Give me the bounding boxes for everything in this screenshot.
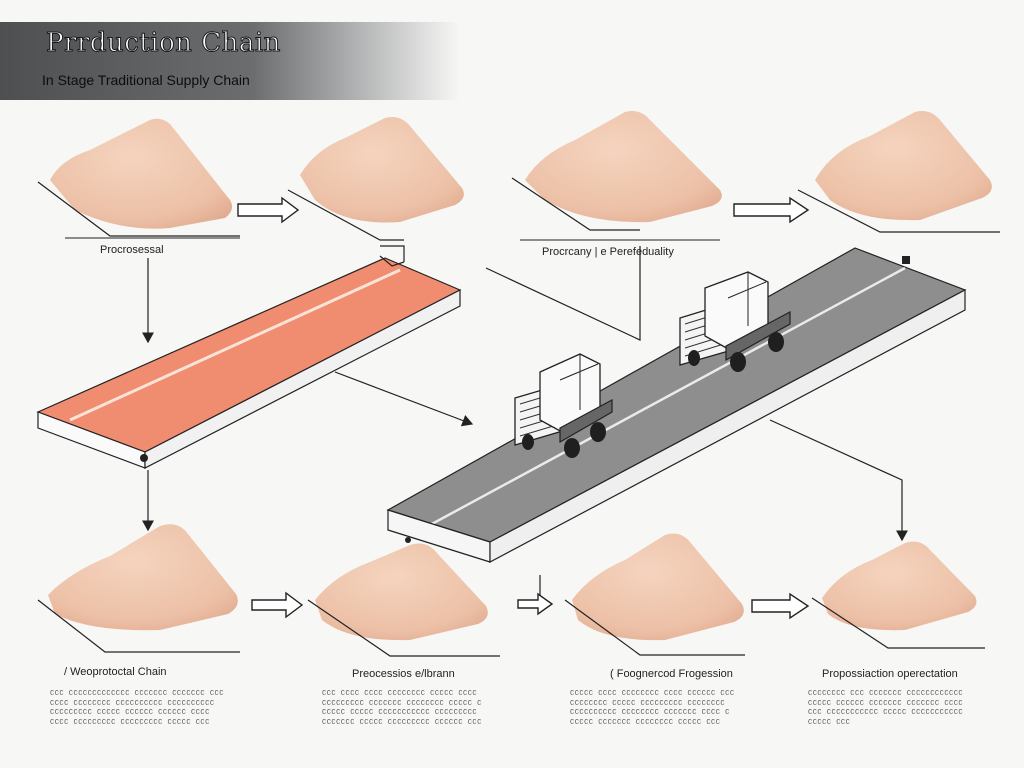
fine-print-line: CCC CCCCCCCCCCCCC CCCCCCC CCCCCCC CCC xyxy=(50,690,224,698)
flow-arrow xyxy=(751,592,810,620)
fine-print-line: CCCC CCCCCCCC CCCCCCCCCC CCCCCCCCCC xyxy=(50,699,215,708)
fine-print-line: CCC CCCCCCCCCCC CCCCC CCCCCCCCCCC xyxy=(808,709,964,717)
flow-arrow xyxy=(237,196,300,224)
fine-print-block: CCCCCCCC CCC CCCCCCC CCCCCCCCCCCC CCCCC … xyxy=(808,690,963,728)
page-subtitle: In Stage Traditional Supply Chain xyxy=(42,72,250,88)
material-pile xyxy=(37,524,240,653)
material-pile xyxy=(307,543,500,657)
fine-print-line: CCCCCCCCCC CCCCCCCC CCCCCCC CCCC C xyxy=(570,709,730,717)
fine-print-line: CCC CCCC CCCC CCCCCCCC CCCCC CCCC xyxy=(322,690,478,698)
fine-print-block: CCC CCCC CCCC CCCCCCCC CCCCC CCCC CCCCCC… xyxy=(322,690,482,728)
fine-print-block: CCCCC CCCC CCCCCCCC CCCC CCCCCC CCC CCCC… xyxy=(570,690,735,728)
material-pile xyxy=(511,111,722,231)
fine-print-line: CCCCCCCC CCC CCCCCCC CCCCCCCCCCCC xyxy=(808,690,964,698)
truck-icon xyxy=(679,271,791,372)
top-label-right: Procrcany | e Perefeduality xyxy=(542,246,674,258)
fine-print-line: CCCCC CCCCC CCCCCCCCCCC CCCCCCCCC xyxy=(322,709,478,717)
fine-print-line: CCCCCCC CCCCC CCCCCCCCC CCCCCC CCC xyxy=(322,718,482,727)
flow-arrow xyxy=(733,196,810,224)
bottom-label-1: / Weoprotoctal Chain xyxy=(64,666,167,678)
bottom-label-3: ( Foognercod Frogession xyxy=(610,668,733,680)
fine-print-line: CCCC CCCCCCCCC CCCCCCCCC CCCCC CCC xyxy=(50,718,210,727)
fine-print-line: CCCCC CCCC CCCCCCCC CCCC CCCCCC CCC xyxy=(570,690,735,698)
fine-print-line: CCCCC CCC xyxy=(808,718,851,727)
flow-arrow xyxy=(251,591,304,619)
truck-icon xyxy=(514,353,613,458)
material-pile xyxy=(37,118,240,237)
salmon-conveyor-belt xyxy=(36,255,462,469)
top-label-left: Procrosessal xyxy=(100,244,164,256)
page-title: Prrduction Chain xyxy=(46,28,281,59)
fine-print-block: CCC CCCCCCCCCCCCC CCCCCCC CCCCCCC CCC CC… xyxy=(50,690,224,728)
bottom-label-2: Preocessios e/lbrann xyxy=(352,668,455,680)
gray-conveyor-belt xyxy=(386,247,967,563)
title-banner xyxy=(0,22,460,100)
material-pile xyxy=(287,117,464,241)
bottom-label-4: Propossiaction operectation xyxy=(822,668,958,680)
fine-print-line: CCCCCCCCC CCCCC CCCCCC CCCCCC CCCC xyxy=(50,709,210,717)
fine-print-line: CCCCCCCCC CCCCCCC CCCCCCCC CCCCC C xyxy=(322,699,482,708)
fine-print-line: CCCCC CCCCCC CCCCCCC CCCCCCC CCCC xyxy=(808,699,964,708)
fine-print-line: CCCCCCCC CCCCC CCCCCCCCC CCCCCCCC xyxy=(570,699,726,708)
material-pile xyxy=(797,111,1000,233)
material-pile xyxy=(811,541,985,649)
flow-arrow xyxy=(517,575,554,616)
fine-print-line: CCCCC CCCCCCC CCCCCCCC CCCCC CCC xyxy=(570,718,721,727)
material-pile xyxy=(564,533,745,656)
